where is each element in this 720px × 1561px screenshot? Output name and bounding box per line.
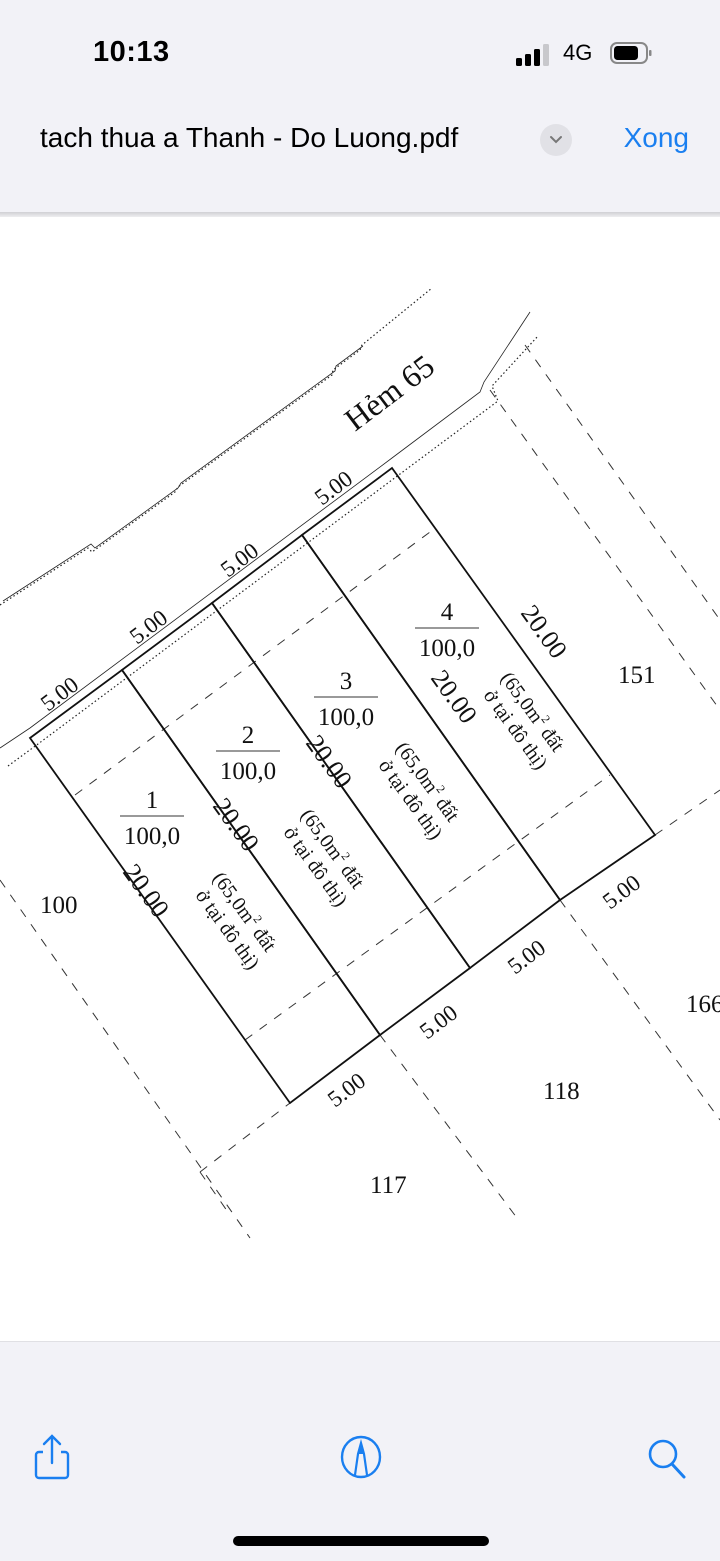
plot-outlines [28,466,657,1105]
share-icon[interactable] [29,1432,75,1482]
road-label: Hẻm 65 [338,347,441,437]
plot-number-4: 4 [441,599,454,626]
neighbor-parcel-117: 117 [370,1172,407,1199]
plot-number-2: 2 [242,722,255,749]
front-dimension-2: 5.00 [125,605,172,649]
navigation-bar [0,100,720,212]
back-dimension-1: 5.00 [323,1068,370,1112]
plot-area-1: 100,0 [124,823,180,850]
markup-icon[interactable] [338,1432,384,1482]
front-dimension-4: 5.00 [310,466,357,510]
back-dimension-3: 5.00 [503,935,550,979]
pdf-page[interactable]: Hẻm 65 5.00 5.00 5.00 5.00 5.00 5.00 5.0… [0,217,720,1341]
neighbor-parcel-100: 100 [40,892,78,919]
side-dimension-3: 20.00 [300,729,358,793]
plot-number-3: 3 [340,668,353,695]
status-bar: 10:13 4G [0,0,720,100]
divider [0,212,720,217]
land-use-note-1: (65,0m2 đất ở tại đô thị) [191,868,281,974]
cadastral-diagram: Hẻm 65 5.00 5.00 5.00 5.00 5.00 5.00 5.0… [0,287,720,1239]
network-type: 4G [563,40,593,65]
done-button[interactable]: Xong [623,122,689,153]
document-title[interactable]: tach thua a Thanh - Do Luong.pdf [40,122,459,153]
land-use-note-2: (65,0m2 đất ở tại đô thị) [279,805,369,911]
dashed-boundaries [0,344,720,1239]
neighbor-parcel-118: 118 [543,1078,580,1105]
home-indicator [233,1536,489,1546]
road-edges [0,287,539,767]
land-use-note-3: (65,0m2 đất ở tại đô thị) [374,738,464,844]
back-dimensions: 5.00 5.00 5.00 5.00 [323,870,645,1112]
side-dimension-4: 20.00 [425,664,483,728]
front-dimension-3: 5.00 [216,538,263,582]
front-dimensions: 5.00 5.00 5.00 5.00 [36,466,357,716]
back-dimension-4: 5.00 [598,870,645,914]
plot-area-4: 100,0 [419,635,475,662]
side-dimension-1: 20.00 [117,858,175,922]
status-time: 10:13 [93,36,170,68]
chevron-down-icon [550,136,562,144]
neighbor-parcel-166: 166 [686,991,720,1018]
bottom-toolbar [0,1341,720,1561]
plot-area-2: 100,0 [220,758,276,785]
side-dimension-5: 20.00 [515,599,573,663]
side-dimension-2: 20.00 [207,792,265,856]
title-menu-button[interactable] [540,124,572,156]
land-use-note-4: (65,0m2 đất ở tại đô thị) [479,668,569,774]
battery-icon [610,42,652,64]
cellular-signal-icon [516,44,549,66]
plot-area-3: 100,0 [318,704,374,731]
plot-labels: 1 100,0 2 100,0 3 100,0 4 100,0 [120,599,479,850]
front-dimension-1: 5.00 [36,672,83,716]
road-edge-outer [0,287,433,606]
neighbor-parcels: 100 151 117 118 166 [40,662,720,1199]
neighbor-parcel-151: 151 [618,662,656,689]
back-dimension-2: 5.00 [415,1000,462,1044]
search-icon[interactable] [644,1432,690,1482]
plot-number-1: 1 [146,787,159,814]
plot-outline-4 [300,466,657,902]
